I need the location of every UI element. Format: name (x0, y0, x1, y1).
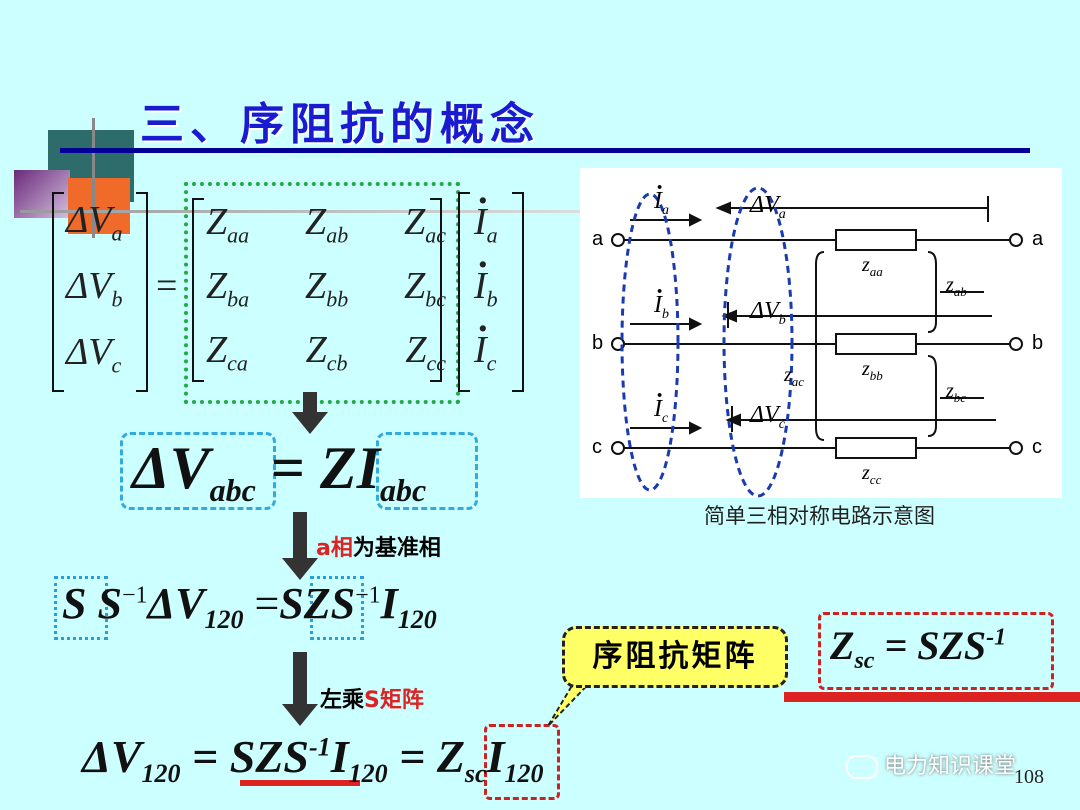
label-zbc: zbc (946, 380, 967, 405)
eq2-s-highlight (54, 576, 108, 640)
zsc-definition-box (818, 612, 1054, 690)
mutual-bc-brace (927, 355, 937, 437)
lhs-delta-v: ΔV (66, 331, 112, 373)
voltage-group-ellipse (722, 186, 794, 498)
mutual-ab-brace (927, 251, 937, 333)
i-row-b: Ib (474, 264, 498, 328)
phase-label-a-left: a (592, 228, 604, 250)
i-bracket-right (512, 192, 524, 392)
decor-vertical-line (92, 118, 95, 238)
label-zab: zab (946, 274, 967, 299)
matrix-equals: = (156, 265, 178, 307)
label-ia: Ia (654, 188, 669, 219)
z-row-c: Zca Zcb Zcc (206, 328, 446, 392)
lhs-sub: b (111, 286, 123, 312)
phase-label-a-right: a (1032, 228, 1044, 250)
i-row-a: Ia (474, 200, 498, 264)
reference-phase-note: a相为基准相 (316, 536, 441, 561)
decor-block-orange (68, 178, 130, 234)
eq2-s-rhs-highlight (310, 576, 364, 640)
label-dvb: ΔVb (750, 298, 786, 328)
current-group-ellipse (620, 192, 680, 492)
impedance-aa (835, 229, 917, 251)
z-matrix: Zaa Zab Zac Zba Zbb Zbc Zca Zcb Zcc (206, 200, 446, 392)
lhs-delta-v: ΔV (66, 199, 112, 241)
mutual-ac-brace (815, 251, 825, 441)
arrow-down-shaft (293, 652, 307, 704)
eq3: ΔV120 = SZS-1I120 = ZscI120 (82, 731, 544, 789)
arrow-down-shaft (293, 512, 307, 558)
z-bb: Zbb (305, 265, 349, 312)
circuit-svg (611, 186, 1023, 498)
eq2: S S−1ΔV120 =SZS−1I120 (62, 579, 437, 634)
szs-underline (240, 780, 360, 786)
label-dva: ΔVa (750, 192, 786, 222)
sequence-impedance-callout: 序阻抗矩阵 (562, 626, 788, 688)
arrow-down-icon (282, 558, 318, 580)
lhs-sub: c (111, 352, 122, 378)
arrow-down-icon (282, 704, 318, 726)
label-zaa: zaa (862, 254, 883, 279)
label-zbb: zbb (862, 358, 883, 383)
decor-horizontal-line (20, 210, 580, 213)
phase-label-c-left: c (592, 436, 602, 458)
z-aa: Zaa (206, 201, 250, 248)
z-row-b: Zba Zbb Zbc (206, 264, 446, 328)
i-row-c: Ic (474, 328, 498, 392)
terminal-c-right (1009, 441, 1023, 455)
terminal-a-left (611, 233, 625, 247)
lhs-delta-v: ΔV (66, 265, 112, 307)
label-ib: Ib (654, 292, 669, 323)
z-ab: Zab (305, 201, 349, 248)
phase-label-c-right: c (1032, 436, 1042, 458)
arrow-down-icon (292, 412, 328, 434)
title-underline (60, 148, 1030, 153)
label-zcc: zcc (862, 462, 882, 487)
terminal-a-right (1009, 233, 1023, 247)
circuit-caption: 简单三相对称电路示意图 (704, 504, 935, 528)
label-dvc: ΔVc (750, 402, 785, 432)
i-vector: Ia Ib Ic (474, 200, 498, 392)
label-ic: Ic (654, 396, 668, 427)
i-bracket-left (458, 192, 470, 392)
phase-label-b-left: b (592, 332, 604, 354)
lhs-bracket-left (52, 192, 64, 392)
label-zac: zac (784, 364, 805, 389)
page-number: 108 (1014, 766, 1044, 788)
arrow-down-shaft (303, 392, 317, 412)
eq1-lhs-highlight (120, 432, 276, 510)
slide-title: 三、序阻抗的概念 (140, 99, 540, 150)
z-row-a: Zaa Zab Zac (206, 200, 446, 264)
z-bracket-right (430, 198, 442, 382)
zsc-underline (784, 692, 1080, 702)
z-bc: Zbc (404, 265, 446, 312)
eq1-rhs-highlight (376, 432, 478, 510)
z-ca: Zca (206, 329, 248, 376)
left-multiply-note: 左乘S矩阵 (320, 688, 424, 713)
watermark: 电力知识课堂 (846, 748, 1016, 780)
circuit-diagram: a a b b c c zaa zbb zcc zab zbc zac Ia I… (580, 168, 1062, 498)
lhs-row-b: ΔVb (66, 264, 123, 313)
eq1: ΔVabc = ZIabc (132, 435, 427, 508)
zsc-highlight (484, 724, 560, 800)
phase-label-b-right: b (1032, 332, 1044, 354)
chat-bubble-icon (846, 755, 878, 779)
z-ba: Zba (206, 265, 250, 312)
impedance-cc (835, 437, 917, 459)
lhs-bracket-right (136, 192, 148, 392)
zsc-definition: Zsc = SZS-1 (830, 623, 1007, 674)
lhs-sub: a (111, 220, 123, 246)
lhs-row-c: ΔVc (66, 330, 121, 379)
z-ac: Zac (404, 201, 446, 248)
z-bracket-left (192, 198, 204, 382)
terminal-c-left (611, 441, 625, 455)
terminal-b-right (1009, 337, 1023, 351)
z-cb: Zcb (305, 329, 348, 376)
matrix-equation: ΔVa ΔVb ΔVc = (52, 188, 522, 398)
impedance-bb (835, 333, 917, 355)
lhs-row-a: ΔVa (66, 198, 123, 247)
z-cc: Zcc (405, 329, 446, 376)
